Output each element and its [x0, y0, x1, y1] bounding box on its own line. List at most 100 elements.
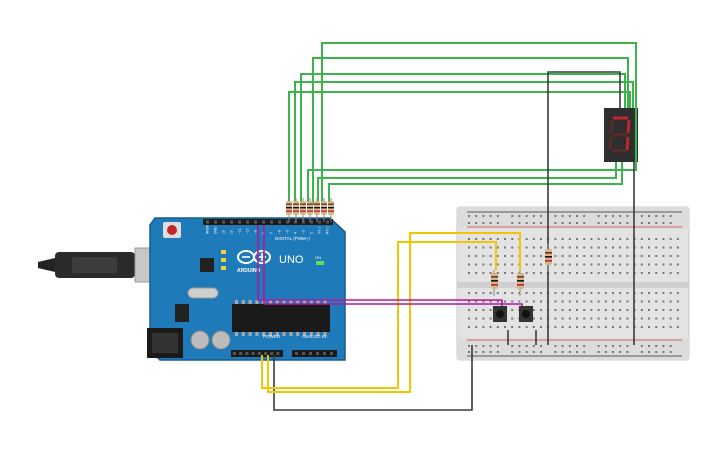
breadboard-hole[interactable]: [475, 345, 478, 347]
breadboard-hole[interactable]: [590, 272, 593, 274]
breadboard-hole[interactable]: [612, 351, 614, 353]
analog-pin[interactable]: [295, 352, 298, 355]
breadboard-hole[interactable]: [590, 326, 593, 328]
breadboard-hole[interactable]: [568, 255, 571, 257]
breadboard-hole[interactable]: [540, 263, 542, 266]
breadboard-hole[interactable]: [568, 292, 571, 294]
breadboard-hole[interactable]: [626, 292, 629, 294]
breadboard-hole[interactable]: [475, 246, 478, 249]
breadboard-hole[interactable]: [468, 238, 470, 240]
breadboard-hole[interactable]: [662, 272, 665, 274]
pushbutton-1-cap[interactable]: [496, 310, 504, 318]
breadboard-hole[interactable]: [590, 238, 593, 240]
breadboard-hole[interactable]: [489, 317, 492, 320]
breadboard-hole[interactable]: [640, 238, 643, 240]
breadboard-hole[interactable]: [662, 351, 665, 353]
pushbutton-2[interactable]: [519, 306, 533, 322]
breadboard-hole[interactable]: [576, 326, 578, 328]
arduino-resistor[interactable]: [314, 198, 320, 222]
breadboard-hole[interactable]: [604, 255, 607, 257]
breadboard-hole[interactable]: [669, 246, 672, 249]
breadboard-hole[interactable]: [626, 300, 629, 303]
breadboard-hole[interactable]: [676, 300, 679, 303]
breadboard-hole[interactable]: [669, 326, 672, 328]
breadboard-hole[interactable]: [669, 351, 672, 353]
breadboard-hole[interactable]: [489, 309, 492, 311]
analog-pin[interactable]: [330, 352, 333, 355]
breadboard-hole[interactable]: [676, 238, 679, 240]
breadboard-hole[interactable]: [612, 300, 614, 303]
breadboard-hole[interactable]: [525, 255, 528, 257]
breadboard-hole[interactable]: [676, 255, 679, 257]
breadboard-hole[interactable]: [554, 345, 557, 347]
breadboard-hole[interactable]: [655, 345, 658, 347]
breadboard-hole[interactable]: [561, 263, 564, 266]
breadboard-hole[interactable]: [511, 272, 514, 274]
breadboard-hole[interactable]: [489, 263, 492, 266]
breadboard-hole[interactable]: [518, 326, 521, 328]
breadboard-hole[interactable]: [554, 272, 557, 274]
breadboard-hole[interactable]: [540, 351, 542, 353]
breadboard-hole[interactable]: [568, 215, 571, 217]
breadboard-hole[interactable]: [662, 222, 665, 224]
breadboard-hole[interactable]: [561, 351, 564, 353]
breadboard-hole[interactable]: [669, 272, 672, 274]
breadboard-hole[interactable]: [532, 255, 535, 257]
breadboard-hole[interactable]: [554, 326, 557, 328]
breadboard-hole[interactable]: [640, 215, 643, 217]
breadboard-hole[interactable]: [590, 246, 593, 249]
breadboard-hole[interactable]: [662, 309, 665, 311]
breadboard-hole[interactable]: [612, 272, 614, 274]
power-pin[interactable]: [264, 352, 267, 355]
breadboard-hole[interactable]: [540, 345, 542, 347]
breadboard-hole[interactable]: [540, 272, 542, 274]
breadboard-hole[interactable]: [554, 246, 557, 249]
breadboard-hole[interactable]: [482, 246, 485, 249]
breadboard-hole[interactable]: [532, 272, 535, 274]
analog-pin[interactable]: [323, 352, 326, 355]
breadboard-hole[interactable]: [669, 292, 672, 294]
breadboard-hole[interactable]: [489, 351, 492, 353]
breadboard-hole[interactable]: [568, 222, 571, 224]
breadboard-hole[interactable]: [676, 317, 679, 320]
breadboard-hole[interactable]: [554, 351, 557, 353]
breadboard-hole[interactable]: [475, 255, 478, 257]
breadboard-hole[interactable]: [640, 263, 643, 266]
breadboard-hole[interactable]: [619, 222, 622, 224]
breadboard-hole[interactable]: [655, 300, 658, 303]
breadboard-hole[interactable]: [590, 255, 593, 257]
breadboard-hole[interactable]: [597, 351, 600, 353]
breadboard-hole[interactable]: [597, 215, 600, 217]
breadboard-hole[interactable]: [583, 238, 586, 240]
breadboard-hole[interactable]: [583, 317, 586, 320]
breadboard-hole[interactable]: [475, 309, 478, 311]
breadboard-hole[interactable]: [662, 255, 665, 257]
breadboard-hole[interactable]: [568, 317, 571, 320]
breadboard-hole[interactable]: [597, 309, 600, 311]
breadboard-hole[interactable]: [583, 255, 586, 257]
breadboard-hole[interactable]: [626, 317, 629, 320]
breadboard-hole[interactable]: [496, 272, 499, 274]
breadboard-hole[interactable]: [619, 317, 622, 320]
breadboard-hole[interactable]: [619, 238, 622, 240]
breadboard-hole[interactable]: [619, 255, 622, 257]
breadboard-hole[interactable]: [655, 309, 658, 311]
breadboard-hole[interactable]: [597, 317, 600, 320]
power-pin[interactable]: [276, 352, 280, 355]
breadboard-hole[interactable]: [655, 317, 658, 320]
breadboard-hole[interactable]: [532, 263, 535, 266]
breadboard-hole[interactable]: [475, 292, 478, 294]
breadboard-hole[interactable]: [482, 317, 485, 320]
breadboard-hole[interactable]: [511, 326, 514, 328]
breadboard-hole[interactable]: [540, 317, 542, 320]
breadboard-hole[interactable]: [475, 326, 478, 328]
breadboard-hole[interactable]: [532, 246, 535, 249]
breadboard-hole[interactable]: [489, 215, 492, 217]
breadboard-hole[interactable]: [655, 272, 658, 274]
breadboard-hole[interactable]: [561, 215, 564, 217]
breadboard-hole[interactable]: [576, 309, 578, 311]
breadboard-hole[interactable]: [532, 300, 535, 303]
breadboard-hole[interactable]: [532, 292, 535, 294]
breadboard-hole[interactable]: [662, 300, 665, 303]
breadboard-hole[interactable]: [604, 215, 607, 217]
